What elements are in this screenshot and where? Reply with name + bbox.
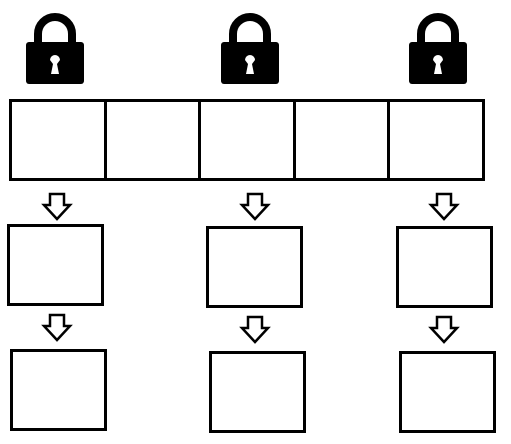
down-arrow-icon bbox=[41, 192, 73, 221]
output-box bbox=[209, 351, 306, 433]
padlock-icon bbox=[26, 13, 84, 84]
padlock-icon bbox=[409, 13, 467, 84]
strip-cell bbox=[107, 102, 202, 178]
down-arrow-icon bbox=[239, 315, 271, 344]
output-box bbox=[396, 226, 493, 308]
strip-cell bbox=[201, 102, 296, 178]
down-arrow-icon bbox=[428, 192, 460, 221]
padlock-icon bbox=[221, 13, 279, 84]
down-arrow-icon bbox=[239, 192, 271, 221]
strip-cell bbox=[296, 102, 391, 178]
output-box bbox=[10, 349, 107, 431]
output-box bbox=[7, 224, 104, 306]
block-strip bbox=[9, 99, 485, 181]
strip-cell bbox=[390, 102, 482, 178]
output-box bbox=[399, 351, 496, 433]
down-arrow-icon bbox=[41, 313, 73, 342]
down-arrow-icon bbox=[428, 315, 460, 344]
output-box bbox=[206, 226, 303, 308]
strip-cell bbox=[12, 102, 107, 178]
